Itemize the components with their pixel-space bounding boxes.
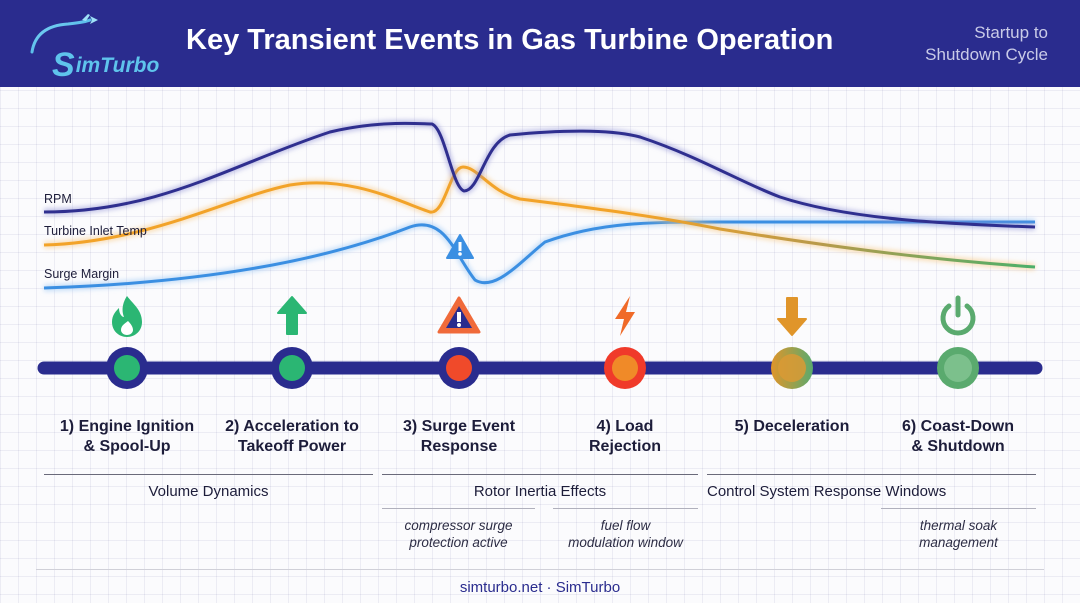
flame-icon <box>112 296 142 337</box>
event-title-line-1: Surge Event <box>421 418 516 435</box>
event-label-3: 3) Surge Event Response <box>374 417 544 457</box>
event-number: 3) <box>402 418 418 435</box>
curve-label-surge-margin: Surge Margin <box>44 267 120 281</box>
power-icon <box>940 295 976 336</box>
lightning-icon <box>615 296 635 336</box>
event-title-line-1: Deceleration <box>753 418 850 435</box>
rpm-curve-glow <box>43 119 1036 231</box>
note-thermal-soak: thermal soak management <box>881 517 1036 551</box>
event-node-5 <box>771 347 813 389</box>
event-label-1: 1) Engine Ignition & Spool-Up <box>42 417 212 457</box>
note-line-2: management <box>919 535 998 550</box>
turbine-inlet-temp-curve <box>43 165 1036 269</box>
event-title-line-1: Acceleration to <box>243 418 359 435</box>
note-line-1: compressor surge <box>404 518 513 533</box>
group-label-volume-dynamics: Volume Dynamics <box>148 483 269 500</box>
note-line-2: modulation window <box>568 535 683 550</box>
page-title: Key Transient Events in Gas Turbine Oper… <box>186 24 834 56</box>
note-fuel-flow: fuel flow modulation window <box>553 517 698 551</box>
event-label-6: 6) Coast-Down & Shutdown <box>873 417 1043 457</box>
event-node-3 <box>438 347 480 389</box>
note-rule-1 <box>382 508 535 509</box>
brand-name: SimTurbo <box>52 42 160 84</box>
event-label-2: 2) Acceleration to Takeoff Power <box>207 417 377 457</box>
header-bar: SimTurbo Key Transient Events in Gas Tur… <box>0 0 1080 87</box>
event-title-line-2: & Shutdown <box>911 438 1005 455</box>
event-title-line-2: Response <box>420 438 498 455</box>
footer-credit[interactable]: simturbo.net · SimTurbo <box>459 579 621 596</box>
arrow-up-icon <box>277 296 307 335</box>
note-line-1: fuel flow <box>600 518 651 533</box>
event-number: 1) <box>59 418 75 435</box>
group-rule-rotor-inertia <box>382 474 698 475</box>
event-title-line-2: Takeoff Power <box>237 438 347 455</box>
event-title-line-1: Load <box>615 418 654 435</box>
event-node-6 <box>937 347 979 389</box>
event-title-line-1: Engine Ignition <box>78 418 195 435</box>
rpm-curve <box>43 121 1036 229</box>
event-node-4 <box>604 347 646 389</box>
event-number: 2) <box>225 418 240 435</box>
footer-divider <box>36 569 1044 570</box>
note-rule-3 <box>881 508 1036 509</box>
arrow-down-icon <box>777 297 807 336</box>
event-node-2 <box>271 347 313 389</box>
warning-icon <box>446 234 474 259</box>
page-subtitle: Startup to Shutdown Cycle <box>848 22 1048 66</box>
event-number: 6) <box>901 418 917 435</box>
event-label-5: 5) Deceleration <box>707 417 877 437</box>
subtitle-line-2: Shutdown Cycle <box>925 45 1048 64</box>
group-label-rotor-inertia: Rotor Inertia Effects <box>473 483 607 500</box>
curve-label-turbine-inlet-temp: Turbine Inlet Temp <box>44 224 147 238</box>
event-timeline <box>37 295 1043 389</box>
surge-margin-curve <box>43 220 1035 290</box>
note-rule-2 <box>553 508 698 509</box>
group-rule-volume-dynamics <box>44 474 373 475</box>
group-rule-control-system <box>707 474 1036 475</box>
event-node-1 <box>106 347 148 389</box>
brand-lead: S <box>52 46 75 84</box>
note-line-1: thermal soak <box>919 518 998 533</box>
event-title-line-1: Coast-Down <box>920 418 1014 435</box>
event-label-4: 4) Load Rejection <box>540 417 710 457</box>
group-label-control-system: Control System Response Windows <box>707 483 947 500</box>
event-number: 5) <box>734 418 749 435</box>
brand-rest: imTurbo <box>75 54 160 77</box>
transient-curves <box>43 119 1036 292</box>
curve-label-rpm: RPM <box>44 192 72 206</box>
note-line-2: protection active <box>409 535 508 550</box>
simturbo-logo-icon <box>30 14 98 54</box>
warning-icon <box>437 296 481 334</box>
subtitle-line-1: Startup to <box>974 23 1048 42</box>
event-title-line-2: & Spool-Up <box>83 438 171 455</box>
event-number: 4) <box>596 418 611 435</box>
event-title-line-2: Rejection <box>588 438 661 455</box>
note-compressor-surge: compressor surge protection active <box>382 517 535 551</box>
